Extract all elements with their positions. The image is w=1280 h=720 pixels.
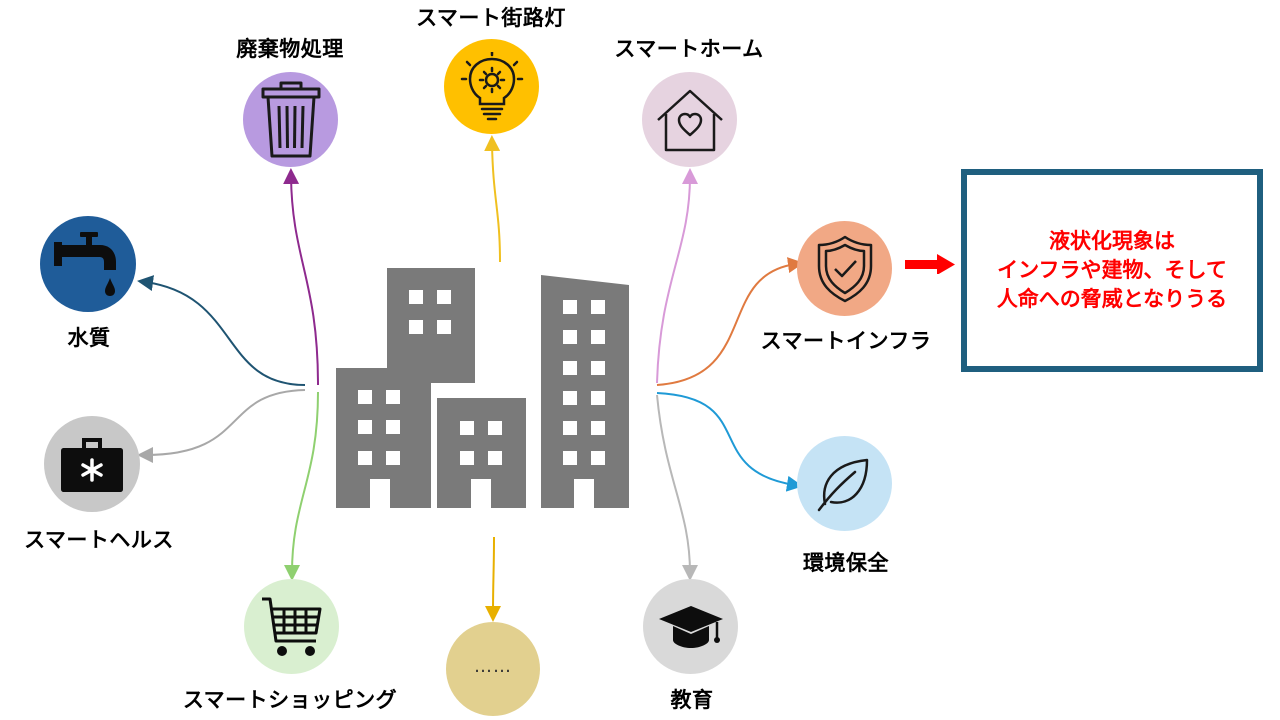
arrow-to-health <box>137 389 306 463</box>
arrow-to-water <box>137 275 306 386</box>
warning-line-1: 液状化現象は <box>1049 229 1175 253</box>
infra-label: スマートインフラ <box>760 329 932 353</box>
shopping-node <box>244 579 339 674</box>
warning-line-3: 人命への脅威となりうる <box>996 287 1228 311</box>
house-heart-icon <box>656 89 723 151</box>
arrow-to-infra <box>656 257 804 386</box>
liquefaction-warning-box: 液状化現象は インフラや建物、そして 人命への脅威となりうる <box>961 169 1263 372</box>
arrow-to-streetlight <box>484 135 501 263</box>
arrow-to-more <box>485 536 502 622</box>
education-label: 教育 <box>670 688 714 712</box>
arrow-to-home <box>656 168 698 384</box>
medical-kit-icon <box>61 438 123 492</box>
red-arrow-icon <box>905 254 955 274</box>
home-label: スマートホーム <box>614 37 764 61</box>
home-node <box>642 72 737 167</box>
arrow-to-waste <box>283 168 319 386</box>
health-label: スマートヘルス <box>24 528 174 552</box>
more-ellipsis: …… <box>474 655 512 677</box>
lightbulb-gear-icon <box>460 51 523 120</box>
arrow-to-education <box>656 394 698 581</box>
graduation-cap-icon <box>658 605 723 648</box>
water-tap-icon <box>54 232 116 296</box>
shopping-label: スマートショッピング <box>182 688 398 712</box>
shopping-cart-icon <box>261 597 321 656</box>
waste-label: 廃棄物処理 <box>236 37 344 61</box>
leaf-icon <box>817 458 868 511</box>
health-node <box>44 416 140 512</box>
shield-check-icon <box>817 235 872 302</box>
water-node <box>40 216 136 312</box>
arrow-to-shopping <box>284 391 319 581</box>
arrow-to-environment <box>656 392 803 492</box>
environment-label: 環境保全 <box>803 551 889 575</box>
infra-node <box>797 221 892 316</box>
environment-node <box>797 436 892 531</box>
education-node <box>643 579 738 674</box>
city-buildings-icon <box>336 268 629 508</box>
water-label: 水質 <box>67 326 111 350</box>
trash-can-icon <box>261 81 320 157</box>
streetlight-node <box>444 39 539 134</box>
waste-node <box>243 72 338 167</box>
streetlight-label: スマート街路灯 <box>416 6 566 30</box>
warning-line-2: インフラや建物、そして <box>997 258 1227 282</box>
more-node: …… <box>446 622 540 716</box>
